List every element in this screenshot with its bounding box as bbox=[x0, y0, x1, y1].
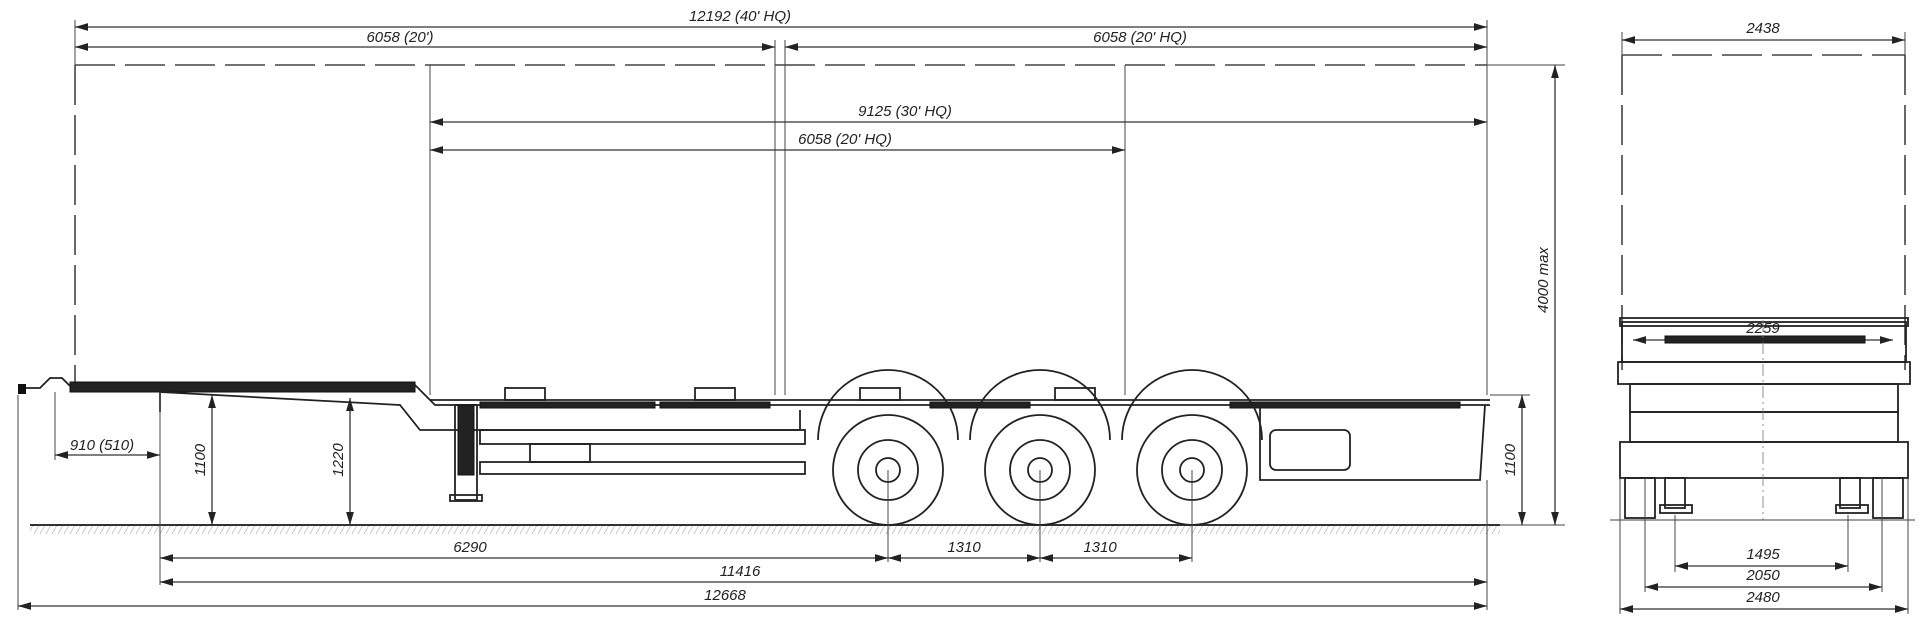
svg-text:1310: 1310 bbox=[1083, 539, 1117, 556]
dim-1100-neck: 1100 bbox=[192, 395, 216, 525]
wheel-axle-1 bbox=[817, 369, 959, 526]
trailer-chassis bbox=[18, 377, 1490, 502]
dim-12668: 12668 bbox=[18, 587, 1487, 610]
dim-6058-front: 6058 (20') bbox=[75, 29, 775, 51]
svg-text:910 (510): 910 (510) bbox=[70, 437, 134, 454]
svg-text:2480: 2480 bbox=[1745, 589, 1780, 606]
svg-text:4000 max: 4000 max bbox=[1535, 247, 1552, 313]
rear-view: 2438 2259 bbox=[1610, 20, 1915, 614]
svg-text:1100: 1100 bbox=[1502, 443, 1519, 476]
svg-text:12192 (40' HQ): 12192 (40' HQ) bbox=[689, 8, 791, 25]
dim-1310-a: 1310 bbox=[888, 539, 1040, 562]
dim-9125: 9125 (30' HQ) bbox=[430, 103, 1487, 126]
dim-6058-middle: 6058 (20' HQ) bbox=[430, 131, 1125, 154]
dim-2480: 2480 bbox=[1620, 589, 1908, 613]
dim-6290: 6290 bbox=[160, 539, 888, 562]
svg-text:1310: 1310 bbox=[947, 539, 981, 556]
dim-1310-b: 1310 bbox=[1040, 539, 1192, 562]
rear-chassis bbox=[1610, 317, 1915, 521]
svg-text:6058 (20' HQ): 6058 (20' HQ) bbox=[798, 131, 892, 148]
dim-910-510: 910 (510) bbox=[55, 437, 160, 459]
svg-text:12668: 12668 bbox=[704, 587, 746, 604]
svg-text:1100: 1100 bbox=[192, 443, 209, 476]
svg-text:6058 (20' HQ): 6058 (20' HQ) bbox=[1093, 29, 1187, 46]
svg-text:1495: 1495 bbox=[1746, 546, 1780, 563]
container-outlines bbox=[74, 20, 1488, 395]
svg-text:11416: 11416 bbox=[720, 563, 761, 580]
dim-6058-rear: 6058 (20' HQ) bbox=[785, 29, 1487, 51]
svg-text:6290: 6290 bbox=[453, 539, 487, 556]
svg-text:6058 (20'): 6058 (20') bbox=[366, 29, 433, 46]
dim-12192: 12192 (40' HQ) bbox=[75, 8, 1487, 31]
dim-1100-rear: 1100 bbox=[1502, 395, 1526, 525]
svg-text:1220: 1220 bbox=[330, 443, 347, 477]
dim-11416: 11416 bbox=[160, 563, 1487, 586]
dim-1495: 1495 bbox=[1675, 546, 1848, 570]
dim-1220: 1220 bbox=[330, 398, 354, 525]
svg-text:9125 (30' HQ): 9125 (30' HQ) bbox=[858, 103, 952, 120]
ground-line bbox=[30, 524, 1500, 534]
side-view: 12192 (40' HQ) 6058 (20') 6058 (20' HQ) … bbox=[17, 8, 1565, 610]
svg-text:2050: 2050 bbox=[1745, 567, 1780, 584]
svg-text:2438: 2438 bbox=[1745, 20, 1780, 37]
dim-2438: 2438 bbox=[1622, 20, 1905, 44]
dim-2050: 2050 bbox=[1645, 567, 1882, 591]
dim-4000-max: 4000 max bbox=[1535, 65, 1559, 525]
